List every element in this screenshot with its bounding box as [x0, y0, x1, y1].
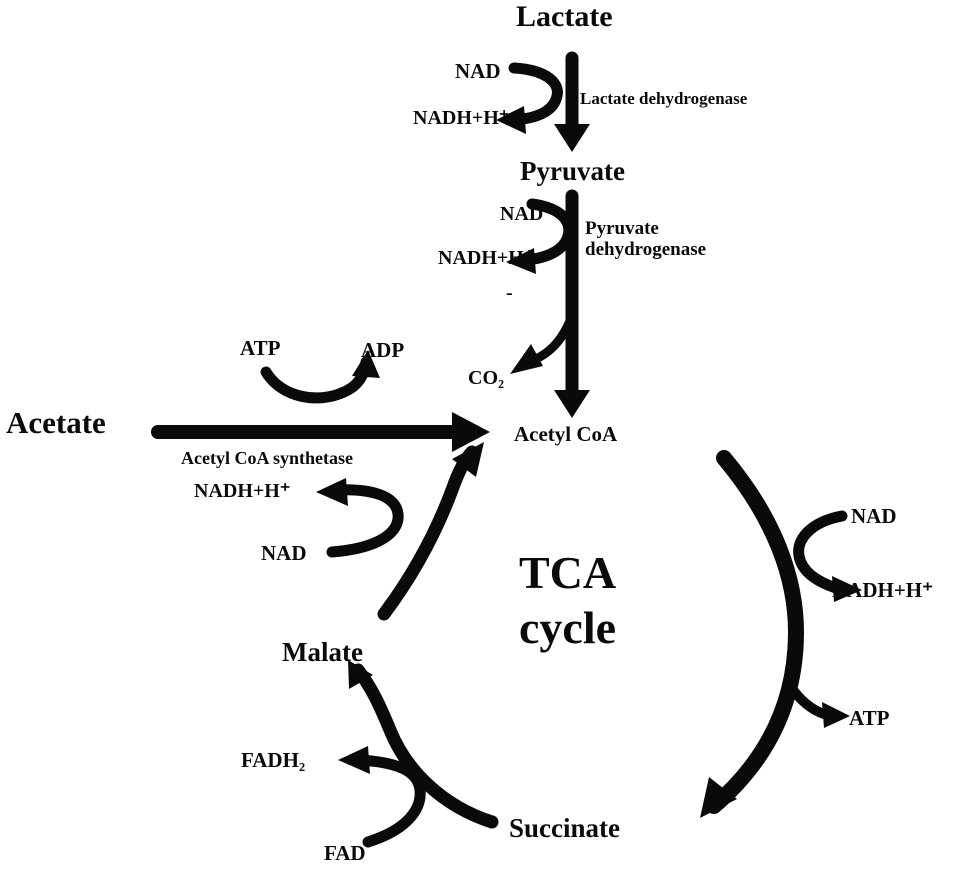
- fadh2-label: FADH₂: [241, 748, 306, 772]
- nadh-label-lactate-step: NADH+H⁺: [413, 107, 510, 129]
- arrow-atp-adp-synthetase-step: [260, 350, 380, 404]
- atp-label-right-arc: ATP: [849, 706, 890, 730]
- nad-label-pyruvate-step: NAD: [500, 203, 544, 225]
- arrow-nad-nadh-right-arc: [793, 510, 862, 602]
- co2-label: CO₂: [468, 367, 504, 389]
- nad-label-right-arc: NAD: [851, 504, 897, 528]
- nadh-label-right-arc: NADH+H⁺: [832, 578, 934, 602]
- pyruvate-label: Pyruvate: [520, 156, 625, 186]
- nadh-label-pyruvate-step: NADH+H⁺: [438, 247, 535, 269]
- fad-label: FAD: [324, 841, 366, 865]
- arrow-succinate-to-malate: [348, 660, 499, 829]
- dash-mark: -: [506, 282, 513, 304]
- tca-cycle-title: TCA cycle: [519, 547, 617, 654]
- arrow-co2-branch: [510, 311, 577, 374]
- arrow-atp-branch-right-arc: [785, 681, 850, 728]
- acetate-label: Acetate: [6, 405, 106, 440]
- acetyl-coa-label: Acetyl CoA: [514, 422, 618, 446]
- arrow-nad-nadh-malate-step: [316, 478, 404, 558]
- nadh-label-malate-step: NADH+H⁺: [194, 480, 291, 502]
- arrow-acetate-to-acetylcoa: [151, 412, 490, 452]
- arrow-malate-to-acetylcoa: [377, 442, 484, 621]
- arrow-lactate-to-pyruvate: [554, 51, 590, 152]
- arrow-nad-nadh-pyruvate-step: [506, 198, 575, 274]
- succinate-label: Succinate: [509, 813, 620, 843]
- arrow-fad-fadh2-step: [338, 746, 426, 848]
- acetyl-coa-synthetase-label: Acetyl CoA synthetase: [181, 448, 353, 468]
- lactate-label: Lactate: [516, 0, 613, 33]
- nad-label-lactate-step: NAD: [455, 59, 501, 83]
- arrow-nad-nadh-lactate-step: [496, 62, 563, 134]
- atp-label-synthetase-step: ATP: [240, 336, 281, 360]
- adp-label-synthetase-step: ADP: [361, 338, 405, 362]
- nad-label-malate-step: NAD: [261, 541, 307, 565]
- malate-label: Malate: [282, 637, 363, 667]
- lactate-dehydrogenase-label: Lactate dehydrogenase: [580, 89, 748, 108]
- pyruvate-dehydrogenase-label: Pyruvate dehydrogenase: [585, 218, 707, 260]
- arrow-acetylcoa-to-succinate: [700, 450, 805, 818]
